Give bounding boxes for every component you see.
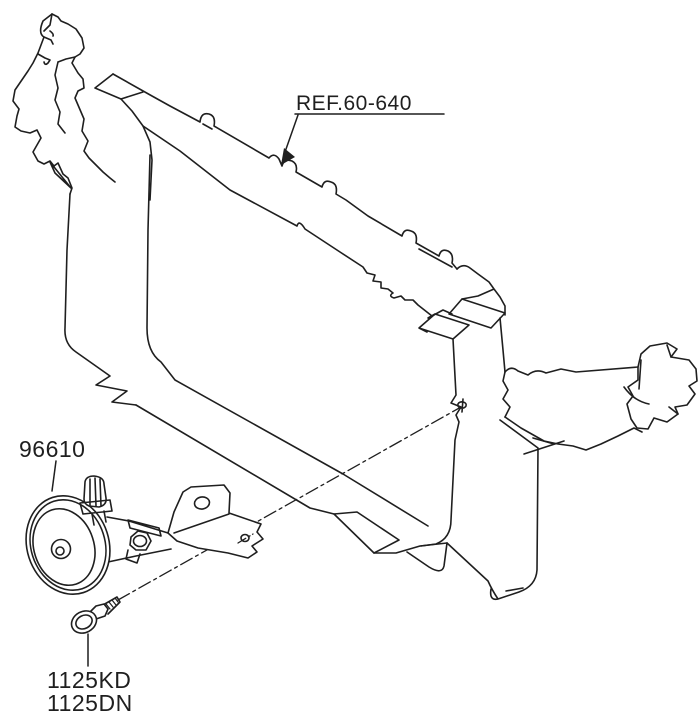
horn-stud-nut-face <box>132 534 148 548</box>
bolt-flange-inner <box>75 614 93 630</box>
horn-connector-base <box>79 499 113 526</box>
horn-disc-outer <box>25 494 111 596</box>
horn-hub <box>50 538 72 560</box>
center-post-right-edge <box>499 317 506 373</box>
horn-assembly-drawing <box>25 475 264 596</box>
side-member-top-edge <box>504 366 639 376</box>
top-left-bracket-right-edge <box>51 13 116 183</box>
ref-callout-label[interactable]: REF.60-640 <box>296 92 412 115</box>
crossmember-left-curve <box>120 98 153 201</box>
side-member-end-bracket <box>626 342 698 430</box>
bolt-shank <box>102 596 121 615</box>
center-post-left-edge <box>420 338 462 547</box>
horn-mount-hole-mark <box>457 398 467 413</box>
right-panel <box>446 419 539 601</box>
centerline-through-hole <box>237 533 254 544</box>
side-member-junction <box>502 371 511 418</box>
horn-bracket-big-hole <box>193 496 211 510</box>
top-left-bracket-outline <box>12 13 73 195</box>
horn-leader-line <box>51 460 57 492</box>
horn-bracket-arm-bottom <box>107 548 172 563</box>
horn-disc-rim <box>29 498 107 592</box>
bottom-edge-link <box>373 542 448 554</box>
ref-arrowhead <box>281 148 295 165</box>
left-panel-outer-edge <box>64 193 137 406</box>
top-left-bracket-triangle <box>49 161 72 189</box>
horn-hub-center <box>55 546 65 556</box>
radiator-support-drawing <box>12 13 698 601</box>
assembly-centerline <box>117 406 462 601</box>
horn-bracket-plate <box>167 484 264 559</box>
bottom-foot <box>333 511 400 554</box>
lower-left-edge <box>135 404 335 515</box>
crossmember-right-endcap <box>456 264 506 316</box>
ref-leader-line <box>284 114 299 153</box>
crossmember-top-edge <box>112 73 458 270</box>
end-bracket-plate-upper <box>448 298 506 329</box>
side-member-bottom-edge <box>504 416 643 451</box>
top-left-bracket-detail <box>37 13 76 134</box>
horn-disc-face <box>32 507 96 587</box>
horn-stud-nut <box>125 530 152 564</box>
side-member-end-bracket-detail <box>623 344 679 415</box>
horn-part-number-label[interactable]: 96610 <box>19 436 85 462</box>
bottom-center-detail <box>406 542 448 572</box>
horn-bracket-arm-top <box>106 516 169 537</box>
crossmember-flange-lines <box>202 123 453 268</box>
side-member-inner-lines <box>523 437 565 455</box>
bolt-threads <box>105 597 119 610</box>
crossmember-bottom-edge <box>142 125 433 317</box>
leader-lines <box>51 113 445 667</box>
left-panel-inner-edge <box>146 154 429 527</box>
bolt-part-number-label-alternate[interactable]: 1125DN <box>47 690 133 716</box>
mounting-bolt-drawing <box>70 596 121 634</box>
horn-bracket-fold-line <box>173 513 230 534</box>
horn-bracket-small-hole <box>240 533 250 543</box>
bolt-part-number-label-primary[interactable]: 1125KD <box>47 667 131 693</box>
